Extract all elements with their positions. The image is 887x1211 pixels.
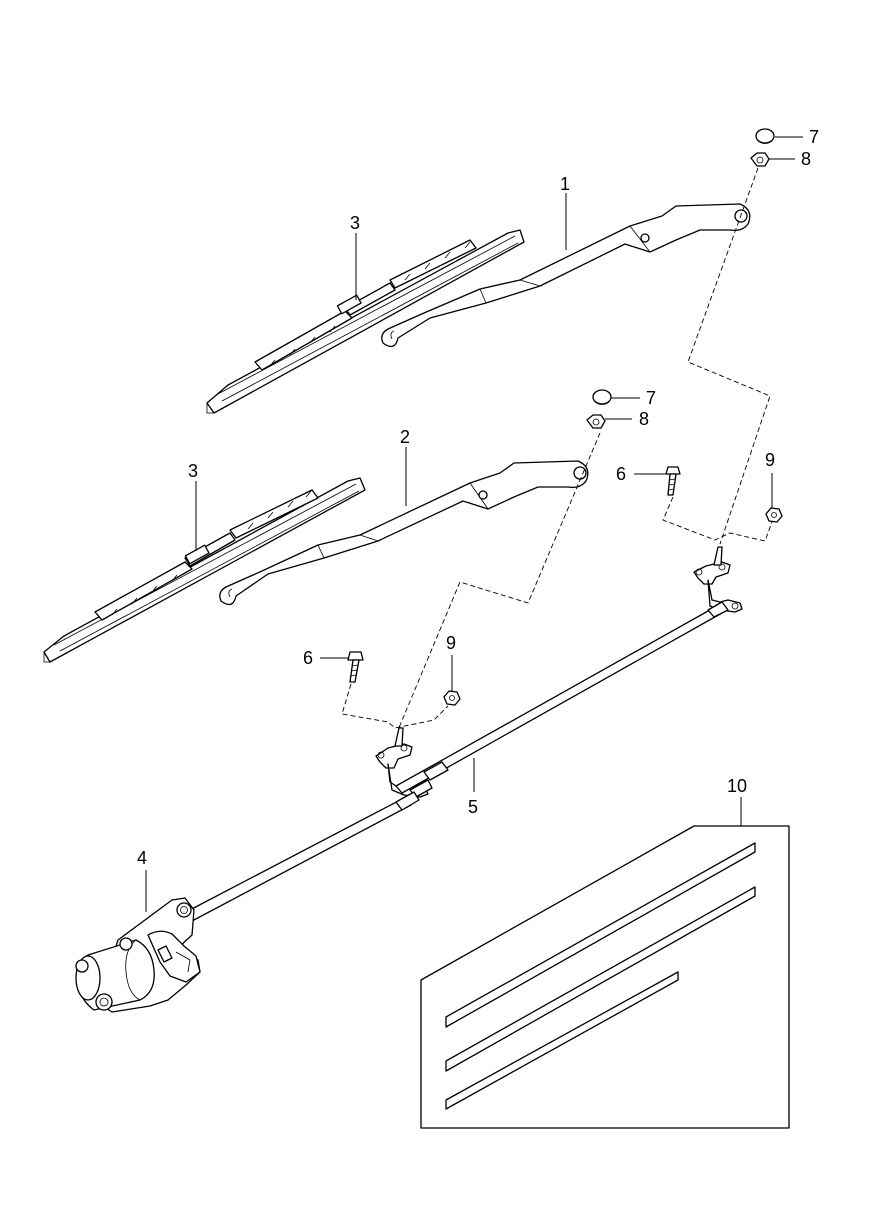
- callout-8-upper: 8: [801, 149, 811, 169]
- callout-8-lower: 8: [639, 409, 649, 429]
- nut-upper[interactable]: [750, 152, 770, 167]
- nut-9-lower[interactable]: [443, 690, 461, 706]
- nut-lower[interactable]: [586, 414, 606, 429]
- cap-upper[interactable]: [755, 128, 775, 144]
- wiper-blade-upper[interactable]: [206, 229, 525, 414]
- callout-9-lower: 9: [446, 633, 456, 653]
- callout-3-lower: 3: [188, 461, 198, 481]
- cap-lower[interactable]: [592, 389, 612, 405]
- callout-7-upper: 7: [809, 127, 819, 147]
- leader-lines: [145, 136, 803, 912]
- callout-4: 4: [137, 848, 147, 868]
- linkage-rod[interactable]: [395, 601, 729, 798]
- pivot-upper[interactable]: [693, 546, 743, 613]
- bolt-upper[interactable]: [665, 466, 681, 496]
- callout-6-lower: 6: [303, 648, 313, 668]
- callout-10: 10: [727, 776, 747, 796]
- callout-1: 1: [560, 174, 570, 194]
- callout-labels: 1 3 7 8 7 8 2 3 6 9 6 9 5 10 4: [137, 127, 819, 868]
- callout-3-upper: 3: [350, 213, 360, 233]
- callout-6-upper: 6: [616, 464, 626, 484]
- motor-link-rod[interactable]: [181, 791, 420, 922]
- callout-2: 2: [400, 427, 410, 447]
- nut-9-upper[interactable]: [765, 507, 783, 523]
- callout-9-upper: 9: [765, 450, 775, 470]
- wiper-blade-lower[interactable]: [43, 477, 366, 663]
- callout-5: 5: [468, 797, 478, 817]
- wiper-arm-lower[interactable]: [219, 460, 589, 606]
- callout-7-lower: 7: [646, 388, 656, 408]
- bolt-lower[interactable]: [347, 651, 364, 683]
- wiper-kit-box[interactable]: [420, 825, 790, 1129]
- assembly-guide-lines: [341, 167, 773, 731]
- wiper-motor[interactable]: [75, 897, 201, 1013]
